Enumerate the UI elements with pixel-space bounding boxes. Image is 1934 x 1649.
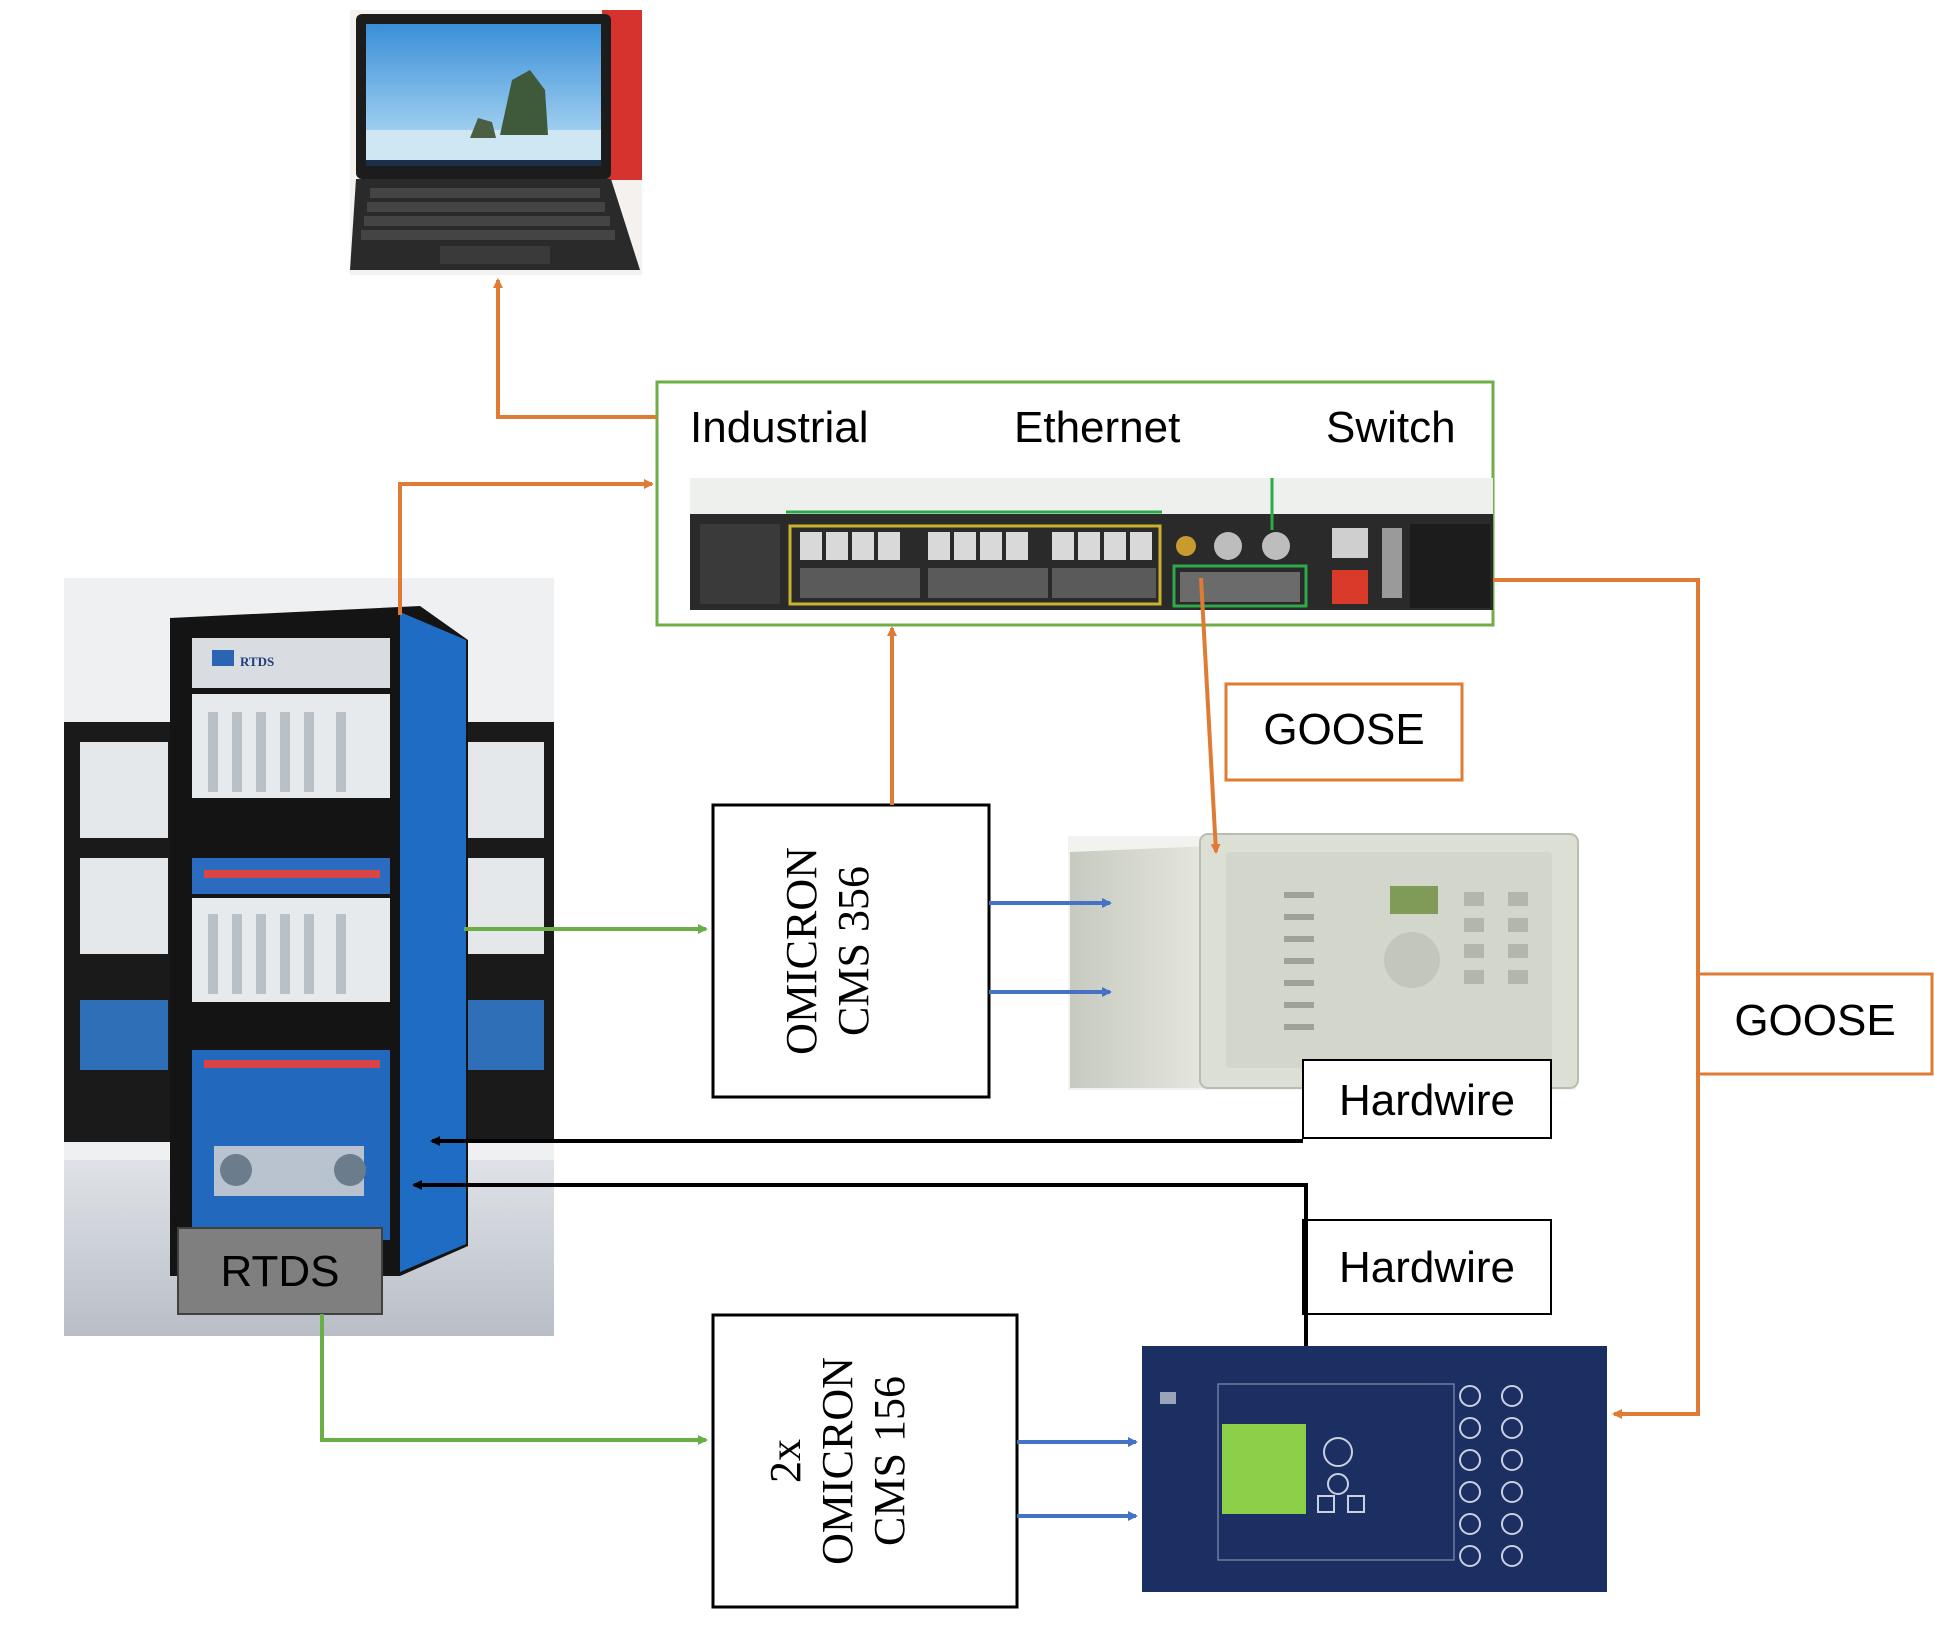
cms156-line-1: 2x [761,1439,810,1483]
switch-title-word-3: Switch [1326,403,1456,452]
hardwire-label-box-2: Hardwire [1302,1219,1552,1315]
hardwire-label-1: Hardwire [1339,1076,1515,1125]
cms356-line-1: OMICRON [777,847,826,1055]
hardwire-label-2: Hardwire [1339,1243,1515,1292]
rtds-label: RTDS [221,1247,340,1296]
omicron-cms356-box: OMICRON CMS 356 [711,803,991,1099]
goose-label-box-top: GOOSE [1224,682,1464,782]
omicron-cms156-box: 2x OMICRON CMS 156 [711,1313,1019,1609]
sel-relay-icon [1142,1346,1607,1592]
ethernet-switch-icon [690,478,1493,610]
switch-title-word-1: Industrial [690,403,869,452]
cms356-line-2: CMS 356 [829,866,878,1036]
rtds-rack-icon: RTDS [64,578,554,1336]
connector-rtds-to-cms156 [320,1314,708,1445]
laptop-icon [350,10,642,275]
switch-title-word-2: Ethernet [1014,403,1180,452]
rtds-panel-title: RTDS [240,654,274,669]
ethernet-switch: Industrial Ethernet Switch [655,380,1495,627]
hardwire-label-box-1: Hardwire [1302,1059,1552,1139]
goose-label-box-right: GOOSE [1696,972,1934,1076]
protection-relay-icon [1068,833,1579,1090]
rtds-label-box: RTDS [177,1227,383,1315]
cms156-line-2: OMICRON [813,1357,862,1565]
goose-label-top: GOOSE [1263,705,1424,754]
connector-switch-goose-to-sel-relay [1493,578,1700,1419]
connector-hardwire-sel-to-rtds [412,1180,1308,1346]
connector-rtds-to-switch [398,479,654,615]
goose-label-right: GOOSE [1734,996,1895,1045]
connector-switch-to-laptop [493,278,657,419]
connector-switch-goose-to-relay [1199,577,1221,854]
cms156-line-3: CMS 156 [865,1376,914,1546]
